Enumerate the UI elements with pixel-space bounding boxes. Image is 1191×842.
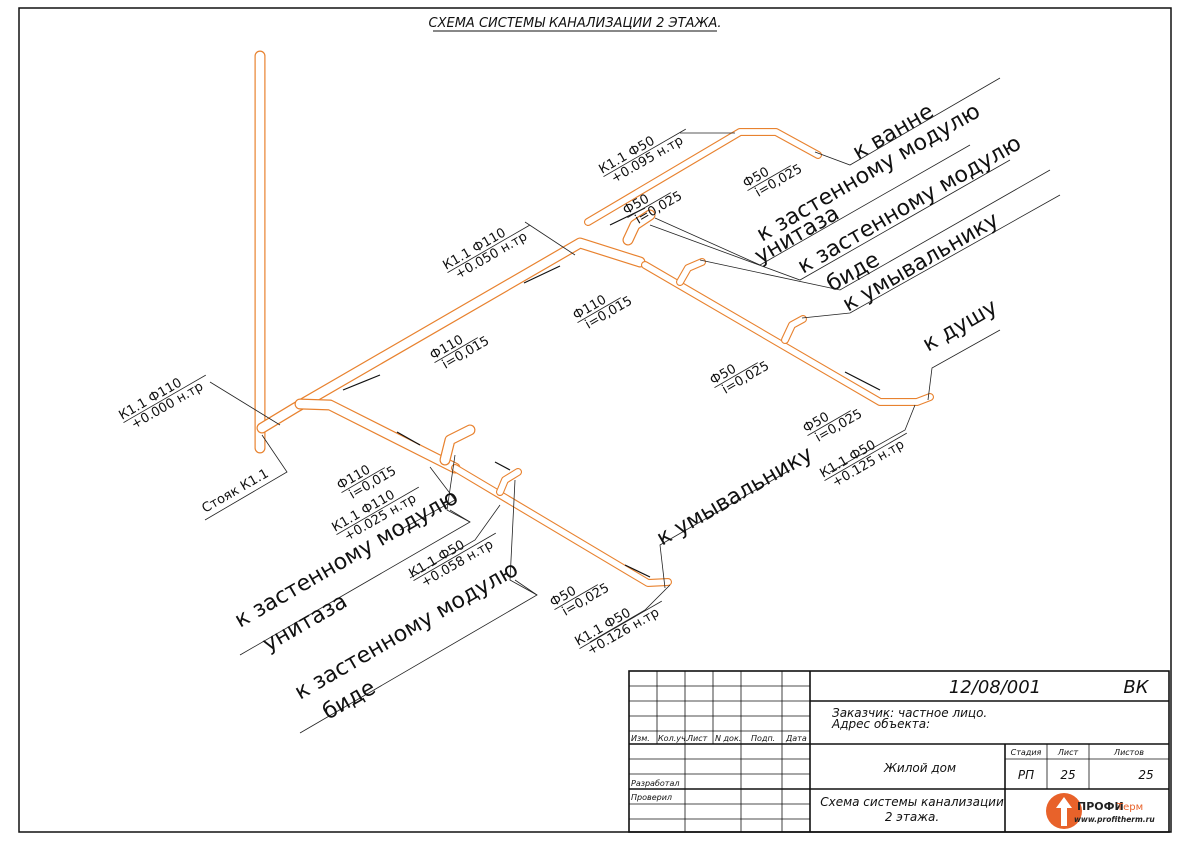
leader-lines xyxy=(204,77,1061,734)
flow-arrow xyxy=(624,564,651,578)
flow-arrow xyxy=(523,265,561,284)
sheet-frame xyxy=(18,7,1172,833)
logo-name: ПРОФИ xyxy=(1077,800,1124,813)
logo-url: www.profitherm.ru xyxy=(1074,815,1155,824)
main-pipe-d110 xyxy=(256,237,646,434)
flow-arrow xyxy=(342,374,381,391)
drawing-title-line2: 2 этажа. xyxy=(885,810,939,824)
sheet-header: Лист xyxy=(1057,748,1079,757)
object-name: Жилой дом xyxy=(883,761,956,775)
fittings xyxy=(439,209,807,496)
customer: Заказчик: частное лицо. xyxy=(832,706,987,720)
branch-d50-shower xyxy=(641,261,934,406)
sheets-value: 25 xyxy=(1138,768,1153,782)
fixture-label: к душу xyxy=(919,295,1002,357)
branch-lower xyxy=(294,398,672,587)
fixture-label: к умывальнику xyxy=(653,442,818,552)
flow-arrow xyxy=(494,461,511,471)
logo-name-2: Терм xyxy=(1116,802,1143,813)
sheet-value: 25 xyxy=(1060,768,1075,782)
stage-value: РП xyxy=(1018,768,1034,782)
object-address: Адрес объекта: xyxy=(831,717,930,731)
section-code: ВК xyxy=(1123,677,1149,698)
label-k1-d50-0095: К1.1 Ф50+0.095 н.тр xyxy=(597,128,686,187)
profitherm-logo: ПРОФИ Терм www.profitherm.ru xyxy=(1046,793,1155,829)
header-podp: Подп. xyxy=(751,734,775,743)
label-line1: Стояк К1.1 xyxy=(200,466,272,516)
revision-grid xyxy=(629,671,811,832)
branch-d50-bath xyxy=(584,128,822,226)
sheets-header: Листов xyxy=(1113,748,1144,757)
stage-header: Стадия xyxy=(1011,748,1042,757)
label-k1-d110-0000: К1.1 Ф110+0.000 н.тр xyxy=(117,374,206,433)
document-code: 12/08/001 xyxy=(949,677,1041,698)
flow-arrow xyxy=(844,371,881,391)
pipe-network xyxy=(254,50,934,587)
developed-by-label: Разработал xyxy=(631,779,679,788)
header-list: Лист xyxy=(686,734,708,743)
logo-arrow-icon xyxy=(1056,797,1072,826)
header-kol-uch: Кол.уч. xyxy=(658,734,688,743)
header-izm: Изм. xyxy=(631,734,650,743)
checked-by-label: Проверил xyxy=(631,793,672,802)
drawing-title-line1: Схема системы канализации xyxy=(820,795,1004,809)
header-n-doc: N док. xyxy=(715,734,741,743)
drawing-title: СХЕМА СИСТЕМЫ КАНАЛИЗАЦИИ 2 ЭТАЖА. xyxy=(429,16,722,31)
label-riser: Стояк К1.1 xyxy=(200,466,272,516)
flow-arrow xyxy=(396,431,421,446)
title-block: Изм. Кол.уч. Лист N док. Подп. Дата Разр… xyxy=(628,670,1170,833)
flow-arrows xyxy=(342,207,881,578)
header-data: Дата xyxy=(785,734,807,743)
